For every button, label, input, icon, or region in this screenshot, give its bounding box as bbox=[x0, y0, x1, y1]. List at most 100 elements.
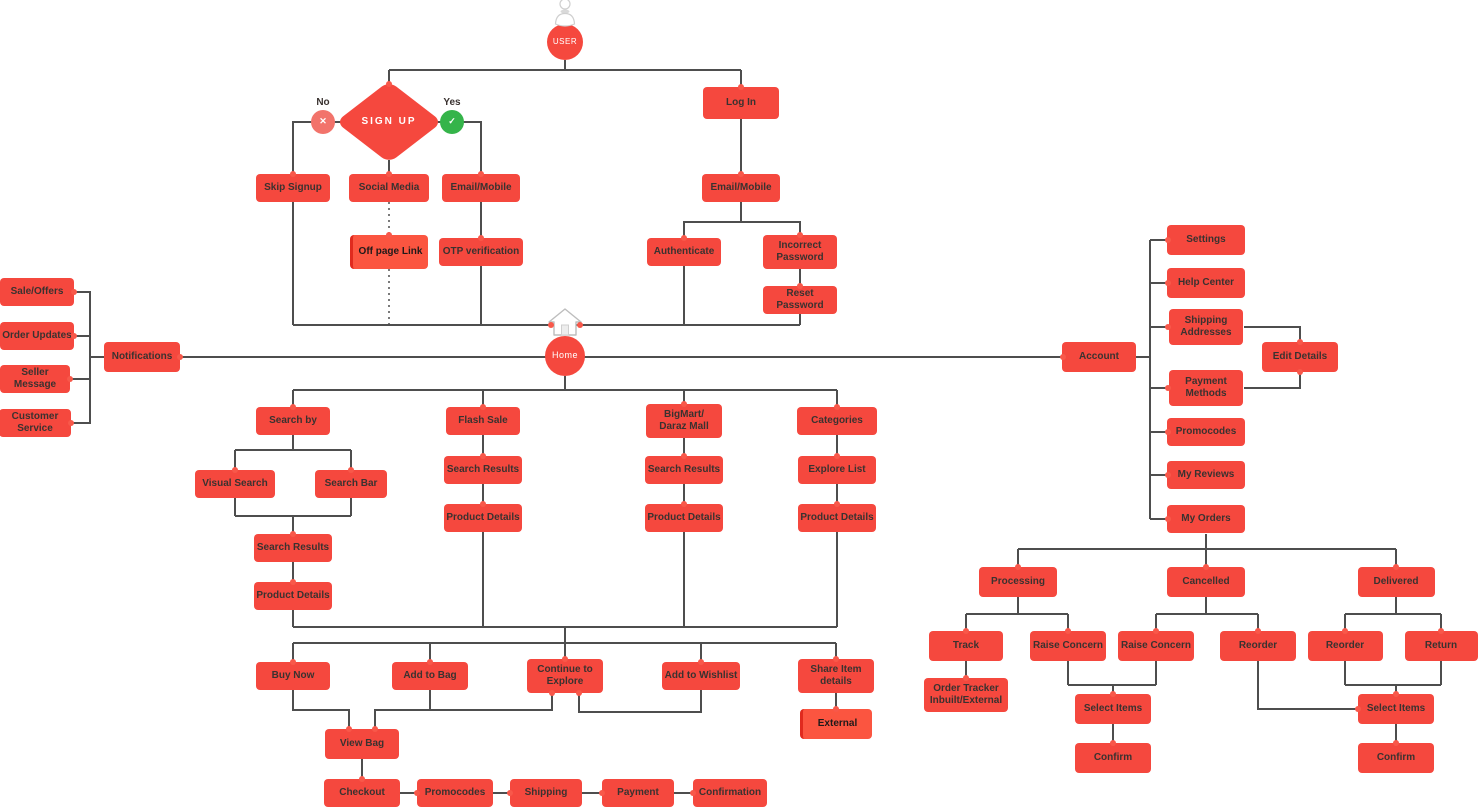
node-raise-concern-cancelled[interactable]: Raise Concern bbox=[1118, 631, 1194, 661]
node-label: My Orders bbox=[1181, 512, 1231, 524]
node-my-reviews[interactable]: My Reviews bbox=[1167, 461, 1245, 489]
node-label: Delivered bbox=[1373, 575, 1419, 587]
node-search-results-flashsale[interactable]: Search Results bbox=[444, 456, 522, 484]
node-yes-label: Yes bbox=[437, 96, 467, 110]
node-help-center[interactable]: Help Center bbox=[1167, 268, 1245, 298]
node-label: Promocodes bbox=[1175, 425, 1237, 437]
node-label: Email/Mobile bbox=[710, 181, 772, 193]
node-off-page-link[interactable]: Off page Link bbox=[350, 235, 428, 269]
node-label: Select Items bbox=[1366, 702, 1426, 714]
node-authenticate[interactable]: Authenticate bbox=[647, 238, 721, 266]
node-email-mobile-login[interactable]: Email/Mobile bbox=[702, 174, 780, 202]
node-settings[interactable]: Settings bbox=[1167, 225, 1245, 255]
node-social-media[interactable]: Social Media bbox=[349, 174, 429, 202]
node-label: Cancelled bbox=[1182, 575, 1230, 587]
node-return[interactable]: Return bbox=[1404, 631, 1478, 661]
node-label: Seller Message bbox=[13, 366, 57, 391]
node-share-item-details[interactable]: Share Item details bbox=[798, 659, 874, 693]
node-label: SIGN UP bbox=[361, 115, 417, 127]
node-label: Notifications bbox=[111, 350, 173, 362]
node-confirmation[interactable]: Confirmation bbox=[693, 779, 767, 807]
node-promocodes-account[interactable]: Promocodes bbox=[1167, 418, 1245, 446]
node-label: Payment Methods bbox=[1185, 375, 1227, 400]
node-promocodes-checkout[interactable]: Promocodes bbox=[417, 779, 493, 807]
node-select-items-concern[interactable]: Select Items bbox=[1075, 694, 1151, 724]
node-processing[interactable]: Processing bbox=[979, 567, 1057, 597]
node-search-bar[interactable]: Search Bar bbox=[315, 470, 387, 498]
connector-line bbox=[741, 221, 801, 235]
node-track[interactable]: Track bbox=[929, 631, 1003, 661]
node-confirm-return[interactable]: Confirm bbox=[1358, 743, 1434, 773]
node-edit-details[interactable]: Edit Details bbox=[1262, 342, 1338, 372]
node-label: Track bbox=[952, 639, 980, 651]
node-log-in[interactable]: Log In bbox=[703, 87, 779, 119]
node-otp-verification[interactable]: OTP verification bbox=[439, 238, 523, 266]
node-confirm-concern[interactable]: Confirm bbox=[1075, 743, 1151, 773]
node-seller-message[interactable]: Seller Message bbox=[0, 365, 70, 393]
node-label: Help Center bbox=[1177, 276, 1235, 288]
node-reorder-cancelled[interactable]: Reorder bbox=[1220, 631, 1296, 661]
node-search-by[interactable]: Search by bbox=[256, 407, 330, 435]
node-my-orders[interactable]: My Orders bbox=[1167, 505, 1245, 533]
node-checkout[interactable]: Checkout bbox=[324, 779, 400, 807]
node-payment[interactable]: Payment bbox=[602, 779, 674, 807]
connector-line bbox=[578, 690, 702, 713]
node-label: Promocodes bbox=[424, 786, 486, 798]
node-label: Reorder bbox=[1238, 639, 1278, 651]
node-buy-now[interactable]: Buy Now bbox=[256, 662, 330, 690]
node-shipping[interactable]: Shipping bbox=[510, 779, 582, 807]
node-bigmart-daraz-mall[interactable]: BigMart/ Daraz Mall bbox=[646, 404, 722, 438]
node-product-details-flashsale[interactable]: Product Details bbox=[444, 504, 522, 532]
node-email-mobile-signup[interactable]: Email/Mobile bbox=[442, 174, 520, 202]
node-product-details-categories[interactable]: Product Details bbox=[798, 504, 876, 532]
node-label: Add to Bag bbox=[403, 669, 457, 681]
node-continue-to-explore[interactable]: Continue to Explore bbox=[527, 659, 603, 693]
node-customer-service[interactable]: Customer Service bbox=[0, 409, 71, 437]
node-product-details-searchby[interactable]: Product Details bbox=[254, 582, 332, 610]
node-notifications[interactable]: Notifications bbox=[104, 342, 180, 372]
node-label: Select Items bbox=[1083, 702, 1143, 714]
node-payment-methods[interactable]: Payment Methods bbox=[1169, 370, 1243, 406]
connector-line bbox=[1244, 372, 1301, 389]
node-order-tracker[interactable]: Order Tracker Inbuilt/External bbox=[924, 678, 1008, 712]
node-flash-sale[interactable]: Flash Sale bbox=[446, 407, 520, 435]
node-add-to-wishlist[interactable]: Add to Wishlist bbox=[662, 662, 740, 690]
node-reset-password[interactable]: Reset Password bbox=[763, 286, 837, 314]
node-external[interactable]: External bbox=[800, 709, 872, 739]
node-label: Log In bbox=[726, 96, 756, 108]
node-reorder-delivered[interactable]: Reorder bbox=[1307, 631, 1383, 661]
node-incorrect-password[interactable]: Incorrect Password bbox=[763, 235, 837, 269]
node-label: Payment bbox=[617, 786, 659, 798]
node-categories[interactable]: Categories bbox=[797, 407, 877, 435]
node-user-circle[interactable]: USER bbox=[547, 24, 583, 60]
node-signup-diamond[interactable]: SIGN UP bbox=[335, 80, 443, 164]
node-shipping-addresses[interactable]: Shipping Addresses bbox=[1169, 309, 1243, 345]
node-search-results-bigmart[interactable]: Search Results bbox=[645, 456, 723, 484]
node-label: Return bbox=[1424, 639, 1458, 651]
node-account[interactable]: Account bbox=[1062, 342, 1136, 372]
node-search-results-searchby[interactable]: Search Results bbox=[254, 534, 332, 562]
node-label: Confirmation bbox=[698, 786, 762, 798]
node-visual-search[interactable]: Visual Search bbox=[195, 470, 275, 498]
node-label: Shipping bbox=[524, 786, 568, 798]
node-raise-concern-processing[interactable]: Raise Concern bbox=[1030, 631, 1106, 661]
no-cross-icon[interactable]: ✕ bbox=[311, 110, 335, 134]
node-label: Authenticate bbox=[653, 245, 715, 257]
node-view-bag[interactable]: View Bag bbox=[325, 729, 399, 759]
node-sale-offers[interactable]: Sale/Offers bbox=[0, 278, 74, 306]
node-delivered[interactable]: Delivered bbox=[1357, 567, 1435, 597]
node-order-updates[interactable]: Order Updates bbox=[0, 322, 74, 350]
node-product-details-bigmart[interactable]: Product Details bbox=[645, 504, 723, 532]
node-label: OTP verification bbox=[442, 245, 520, 257]
node-label: Order Updates bbox=[2, 329, 72, 341]
node-label: No bbox=[316, 96, 330, 108]
connector-line bbox=[71, 291, 91, 424]
node-select-items-return[interactable]: Select Items bbox=[1358, 694, 1434, 724]
node-add-to-bag[interactable]: Add to Bag bbox=[392, 662, 468, 690]
yes-check-icon[interactable]: ✓ bbox=[440, 110, 464, 134]
node-skip-signup[interactable]: Skip Signup bbox=[256, 174, 330, 202]
node-cancelled[interactable]: Cancelled bbox=[1167, 567, 1245, 597]
node-explore-list[interactable]: Explore List bbox=[798, 456, 876, 484]
node-home-circle[interactable]: Home bbox=[545, 336, 585, 376]
